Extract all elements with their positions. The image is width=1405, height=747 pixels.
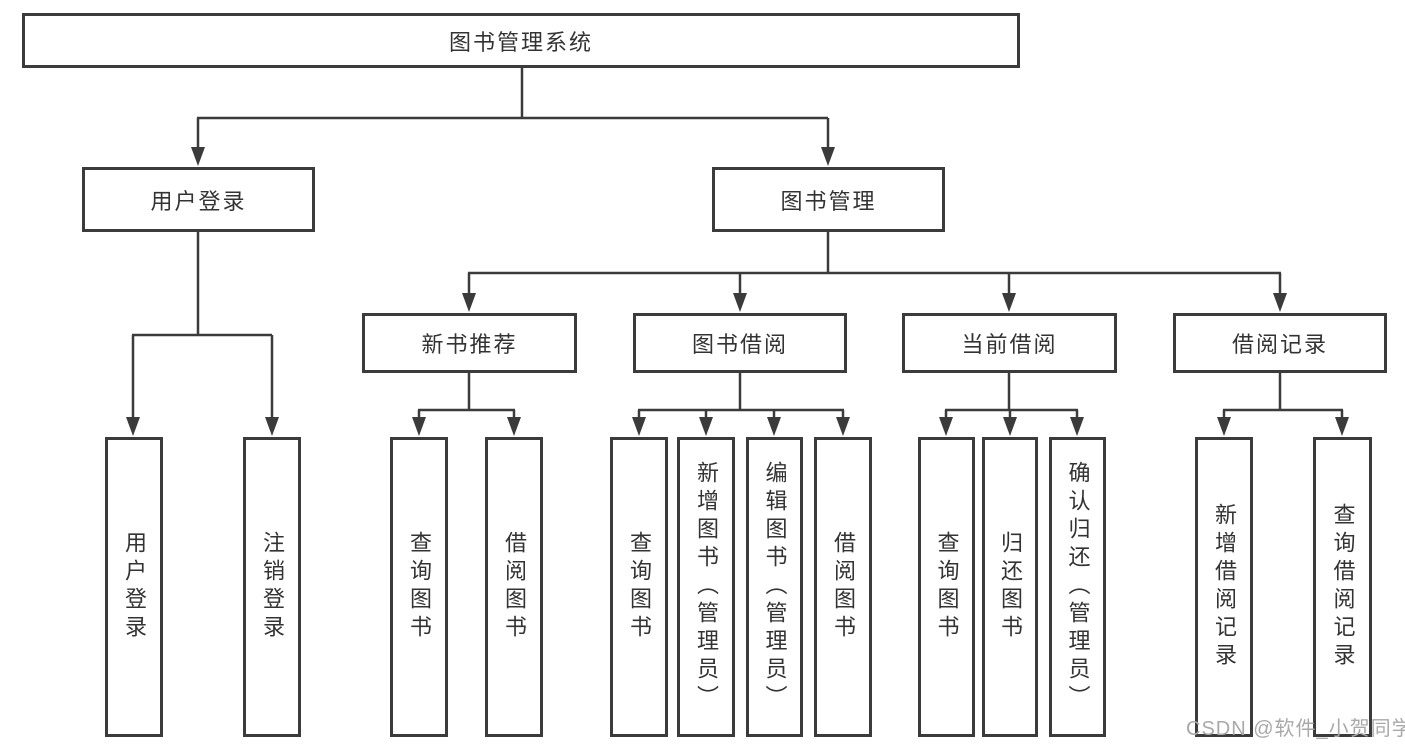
node-label: 当前借阅 xyxy=(961,332,1058,357)
leaf-edit-books-admin: 编辑图书（管理员） xyxy=(746,437,803,737)
node-label: 新增图书（管理员） xyxy=(694,461,719,713)
node-label: 新书推荐 xyxy=(421,332,518,357)
node-label: 确认归还（管理员） xyxy=(1065,461,1091,713)
leaf-logout: 注销登录 xyxy=(243,437,301,737)
node-label: 图书借阅 xyxy=(691,332,788,357)
node-new-book-recommend: 新书推荐 xyxy=(362,313,577,373)
node-label: 用户登录 xyxy=(150,188,247,214)
leaf-user-login: 用户登录 xyxy=(105,437,163,737)
node-label: 图书管理 xyxy=(780,188,877,214)
node-borrow-records: 借阅记录 xyxy=(1173,313,1387,373)
node-root-system: 图书管理系统 xyxy=(22,13,1020,68)
node-label: 归还图书 xyxy=(998,531,1023,643)
node-label: 编辑图书（管理员） xyxy=(762,461,788,713)
csdn-watermark: CSDN @软件_小贺同学 xyxy=(1186,718,1405,740)
node-label: 借阅记录 xyxy=(1231,332,1328,357)
node-label: 查询图书 xyxy=(934,531,960,643)
leaf-add-borrow-record: 新增借阅记录 xyxy=(1195,437,1253,737)
leaf-query-books-current: 查询图书 xyxy=(918,437,975,737)
leaf-query-books-recommend: 查询图书 xyxy=(390,437,448,737)
node-label: 查询图书 xyxy=(627,531,652,643)
leaf-borrow-books-recommend: 借阅图书 xyxy=(485,437,543,737)
leaf-query-borrow-record: 查询借阅记录 xyxy=(1313,437,1372,737)
node-book-management: 图书管理 xyxy=(712,167,945,232)
node-label: 借阅图书 xyxy=(502,531,527,643)
node-label: 查询图书 xyxy=(407,531,432,643)
arrowhead-icons xyxy=(126,147,1349,436)
node-book-borrowing: 图书借阅 xyxy=(633,313,847,373)
leaf-return-books: 归还图书 xyxy=(982,437,1038,737)
leaf-confirm-return-admin: 确认归还（管理员） xyxy=(1049,437,1106,737)
node-label: 注销登录 xyxy=(260,531,285,643)
node-label: 查询借阅记录 xyxy=(1330,503,1356,671)
node-label: 新增借阅记录 xyxy=(1212,503,1237,671)
node-label: 图书管理系统 xyxy=(448,29,593,55)
node-label: 借阅图书 xyxy=(831,531,856,643)
node-label: 用户登录 xyxy=(122,531,147,643)
node-current-borrowing: 当前借阅 xyxy=(902,313,1117,373)
node-user-login: 用户登录 xyxy=(82,167,315,232)
leaf-query-books-borrow: 查询图书 xyxy=(610,437,668,737)
leaf-add-books-admin: 新增图书（管理员） xyxy=(677,437,735,737)
leaf-borrow-books: 借阅图书 xyxy=(814,437,872,737)
